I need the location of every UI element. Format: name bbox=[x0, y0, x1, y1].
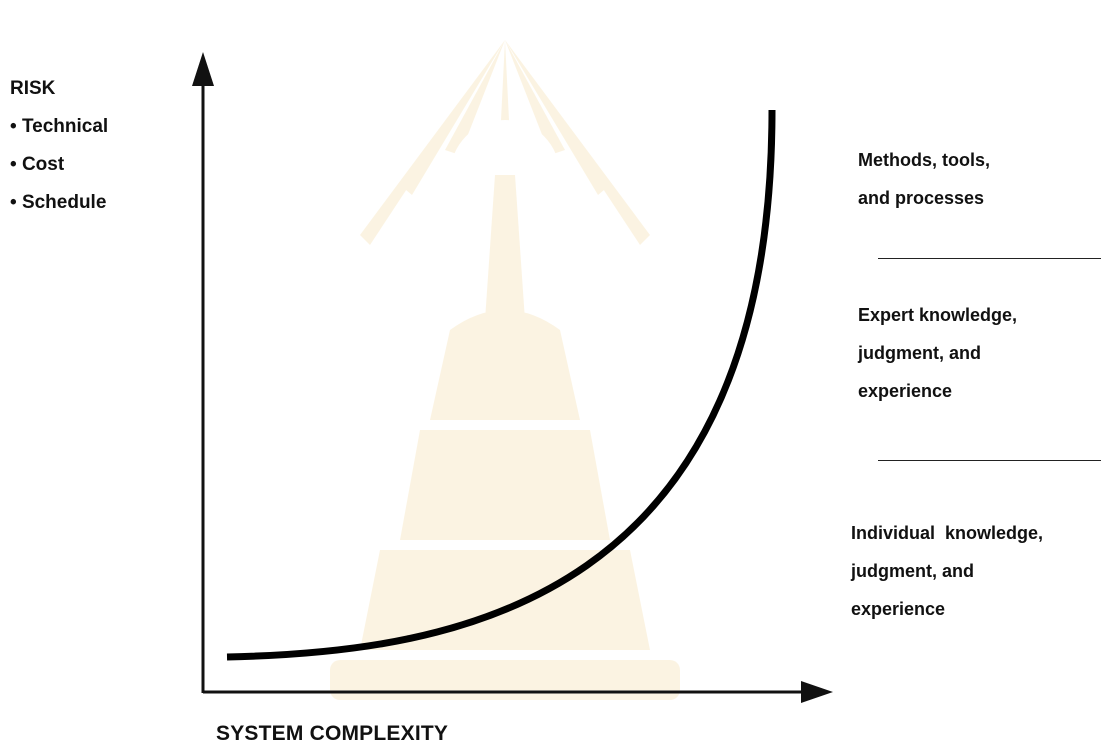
band-expert-knowledge: Expert knowledge, judgment, and experien… bbox=[858, 296, 1017, 410]
risk-item-technical: Technical bbox=[10, 108, 108, 146]
risk-legend: RISK Technical Cost Schedule bbox=[10, 70, 108, 222]
emblem-watermark bbox=[330, 40, 680, 700]
band-line: Methods, tools, bbox=[858, 150, 990, 170]
band-divider-upper bbox=[878, 258, 1101, 259]
band-line: Expert knowledge, bbox=[858, 305, 1018, 325]
band-methods-tools-processes: Methods, tools, and processes bbox=[858, 141, 990, 217]
band-line: judgment, and bbox=[851, 561, 974, 581]
y-axis-arrowhead bbox=[192, 52, 214, 86]
band-line: experience bbox=[851, 599, 946, 619]
x-axis-label: SYSTEM COMPLEXITY bbox=[216, 722, 449, 745]
risk-item-schedule: Schedule bbox=[10, 184, 108, 222]
band-line: experience bbox=[858, 381, 953, 401]
risk-title: RISK bbox=[10, 78, 56, 99]
band-individual-knowledge: Individual knowledge, judgment, and expe… bbox=[851, 514, 1043, 628]
x-axis-arrowhead bbox=[801, 681, 833, 703]
band-line: and processes bbox=[858, 188, 985, 208]
risk-growth-curve bbox=[226, 109, 776, 661]
risk-item-cost: Cost bbox=[10, 146, 108, 184]
band-divider-lower bbox=[878, 460, 1101, 461]
band-line: Individual knowledge, bbox=[851, 523, 1044, 543]
band-line: judgment, and bbox=[858, 343, 981, 363]
